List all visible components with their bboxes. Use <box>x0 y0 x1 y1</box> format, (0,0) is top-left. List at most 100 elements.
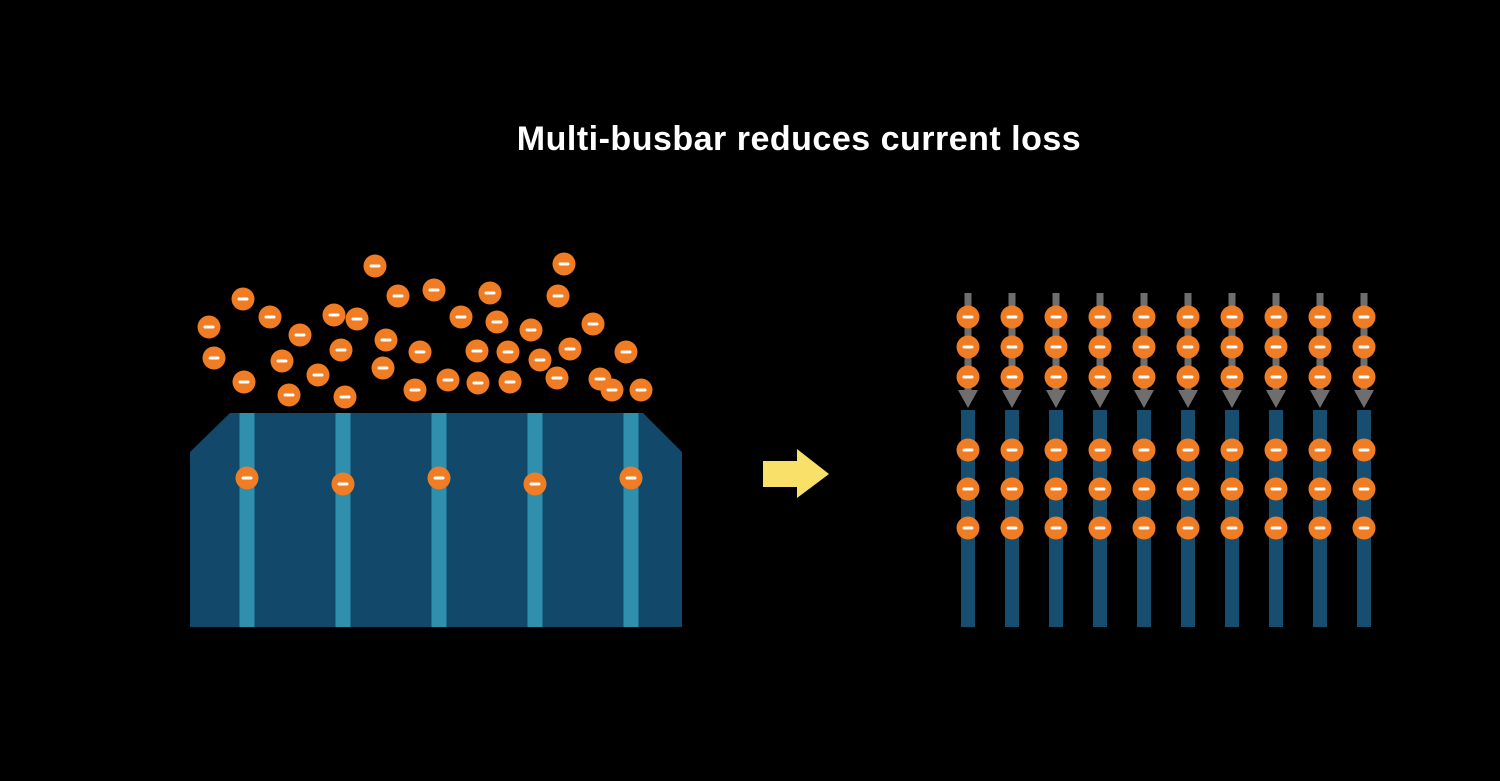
electron-icon <box>1132 438 1156 462</box>
electron-icon <box>371 356 395 380</box>
flow-arrow-head-icon <box>1090 390 1110 408</box>
electron-icon <box>1088 305 1112 329</box>
flow-arrow-head-icon <box>1002 390 1022 408</box>
electron-icon <box>408 340 432 364</box>
electron-icon <box>1264 365 1288 389</box>
electron-icon <box>1132 305 1156 329</box>
busbar-column <box>1176 293 1200 627</box>
electron-icon <box>956 365 980 389</box>
flow-arrow-head-icon <box>1266 390 1286 408</box>
electron-icon <box>1220 335 1244 359</box>
electron-icon <box>956 516 980 540</box>
flow-arrow-head-icon <box>1354 390 1374 408</box>
cell-busbar <box>431 413 447 627</box>
flow-arrow-head-icon <box>1178 390 1198 408</box>
electron-icon <box>1308 335 1332 359</box>
electron-icon <box>403 378 427 402</box>
electron-icon <box>600 378 624 402</box>
electron-icon <box>374 328 398 352</box>
electron-icon <box>1220 438 1244 462</box>
electron-icon <box>1000 335 1024 359</box>
electron-icon <box>258 305 282 329</box>
busbar-column <box>1132 293 1156 627</box>
electron-icon <box>519 318 543 342</box>
busbar-column <box>1000 293 1024 627</box>
electron-icon <box>1000 516 1024 540</box>
electron-icon <box>386 284 410 308</box>
electron-icon <box>581 312 605 336</box>
flow-arrow-head-icon <box>958 390 978 408</box>
electron-icon <box>1044 365 1068 389</box>
busbar-column <box>956 293 980 627</box>
electron-icon <box>288 323 312 347</box>
electron-icon <box>1220 305 1244 329</box>
electron-icon <box>478 281 502 305</box>
electron-icon <box>1176 335 1200 359</box>
cell-busbar <box>239 413 255 627</box>
electron-icon <box>1352 477 1376 501</box>
electron-icon <box>270 349 294 373</box>
busbar-column <box>1308 293 1332 627</box>
electron-icon <box>498 370 522 394</box>
flow-arrow-head-icon <box>1046 390 1066 408</box>
electron-icon <box>1308 305 1332 329</box>
electron-icon <box>277 383 301 407</box>
electron-icon <box>232 370 256 394</box>
electron-icon <box>1352 438 1376 462</box>
electron-icon <box>523 472 547 496</box>
electron-icon <box>1352 516 1376 540</box>
electron-icon <box>1132 335 1156 359</box>
electron-icon <box>956 305 980 329</box>
electron-icon <box>496 340 520 364</box>
electron-icon <box>956 477 980 501</box>
electron-icon <box>1044 477 1068 501</box>
electron-icon <box>1264 438 1288 462</box>
electron-icon <box>1176 477 1200 501</box>
electron-icon <box>1044 516 1068 540</box>
electron-icon <box>1132 477 1156 501</box>
electron-icon <box>363 254 387 278</box>
electron-icon <box>1264 335 1288 359</box>
electron-icon <box>1264 516 1288 540</box>
electron-icon <box>1088 516 1112 540</box>
electron-icon <box>528 348 552 372</box>
electron-icon <box>1000 305 1024 329</box>
electron-icon <box>1176 365 1200 389</box>
electron-icon <box>1000 438 1024 462</box>
electron-icon <box>629 378 653 402</box>
electron-icon <box>545 366 569 390</box>
electron-icon <box>231 287 255 311</box>
electron-icon <box>1308 438 1332 462</box>
electron-icon <box>1132 516 1156 540</box>
electron-icon <box>1352 305 1376 329</box>
electron-icon <box>1088 365 1112 389</box>
electron-icon <box>449 305 473 329</box>
electron-icon <box>322 303 346 327</box>
electron-icon <box>1264 477 1288 501</box>
flow-arrow-head-icon <box>1310 390 1330 408</box>
electron-icon <box>552 252 576 276</box>
electron-icon <box>197 315 221 339</box>
electron-icon <box>331 472 355 496</box>
electron-icon <box>436 368 460 392</box>
electron-icon <box>1088 477 1112 501</box>
electron-icon <box>1044 335 1068 359</box>
electron-icon <box>1132 365 1156 389</box>
electron-icon <box>1352 335 1376 359</box>
electron-icon <box>485 310 509 334</box>
busbar-column <box>1220 293 1244 627</box>
electron-icon <box>1308 516 1332 540</box>
standard-cell-group <box>190 252 682 627</box>
electron-icon <box>235 466 259 490</box>
busbar-column <box>1352 293 1376 627</box>
electron-icon <box>1176 305 1200 329</box>
flow-arrow-head-icon <box>1222 390 1242 408</box>
electron-icon <box>1000 365 1024 389</box>
electron-icon <box>345 307 369 331</box>
electron-icon <box>956 335 980 359</box>
electron-icon <box>1000 477 1024 501</box>
electron-icon <box>306 363 330 387</box>
electron-icon <box>1220 365 1244 389</box>
electron-icon <box>1220 516 1244 540</box>
